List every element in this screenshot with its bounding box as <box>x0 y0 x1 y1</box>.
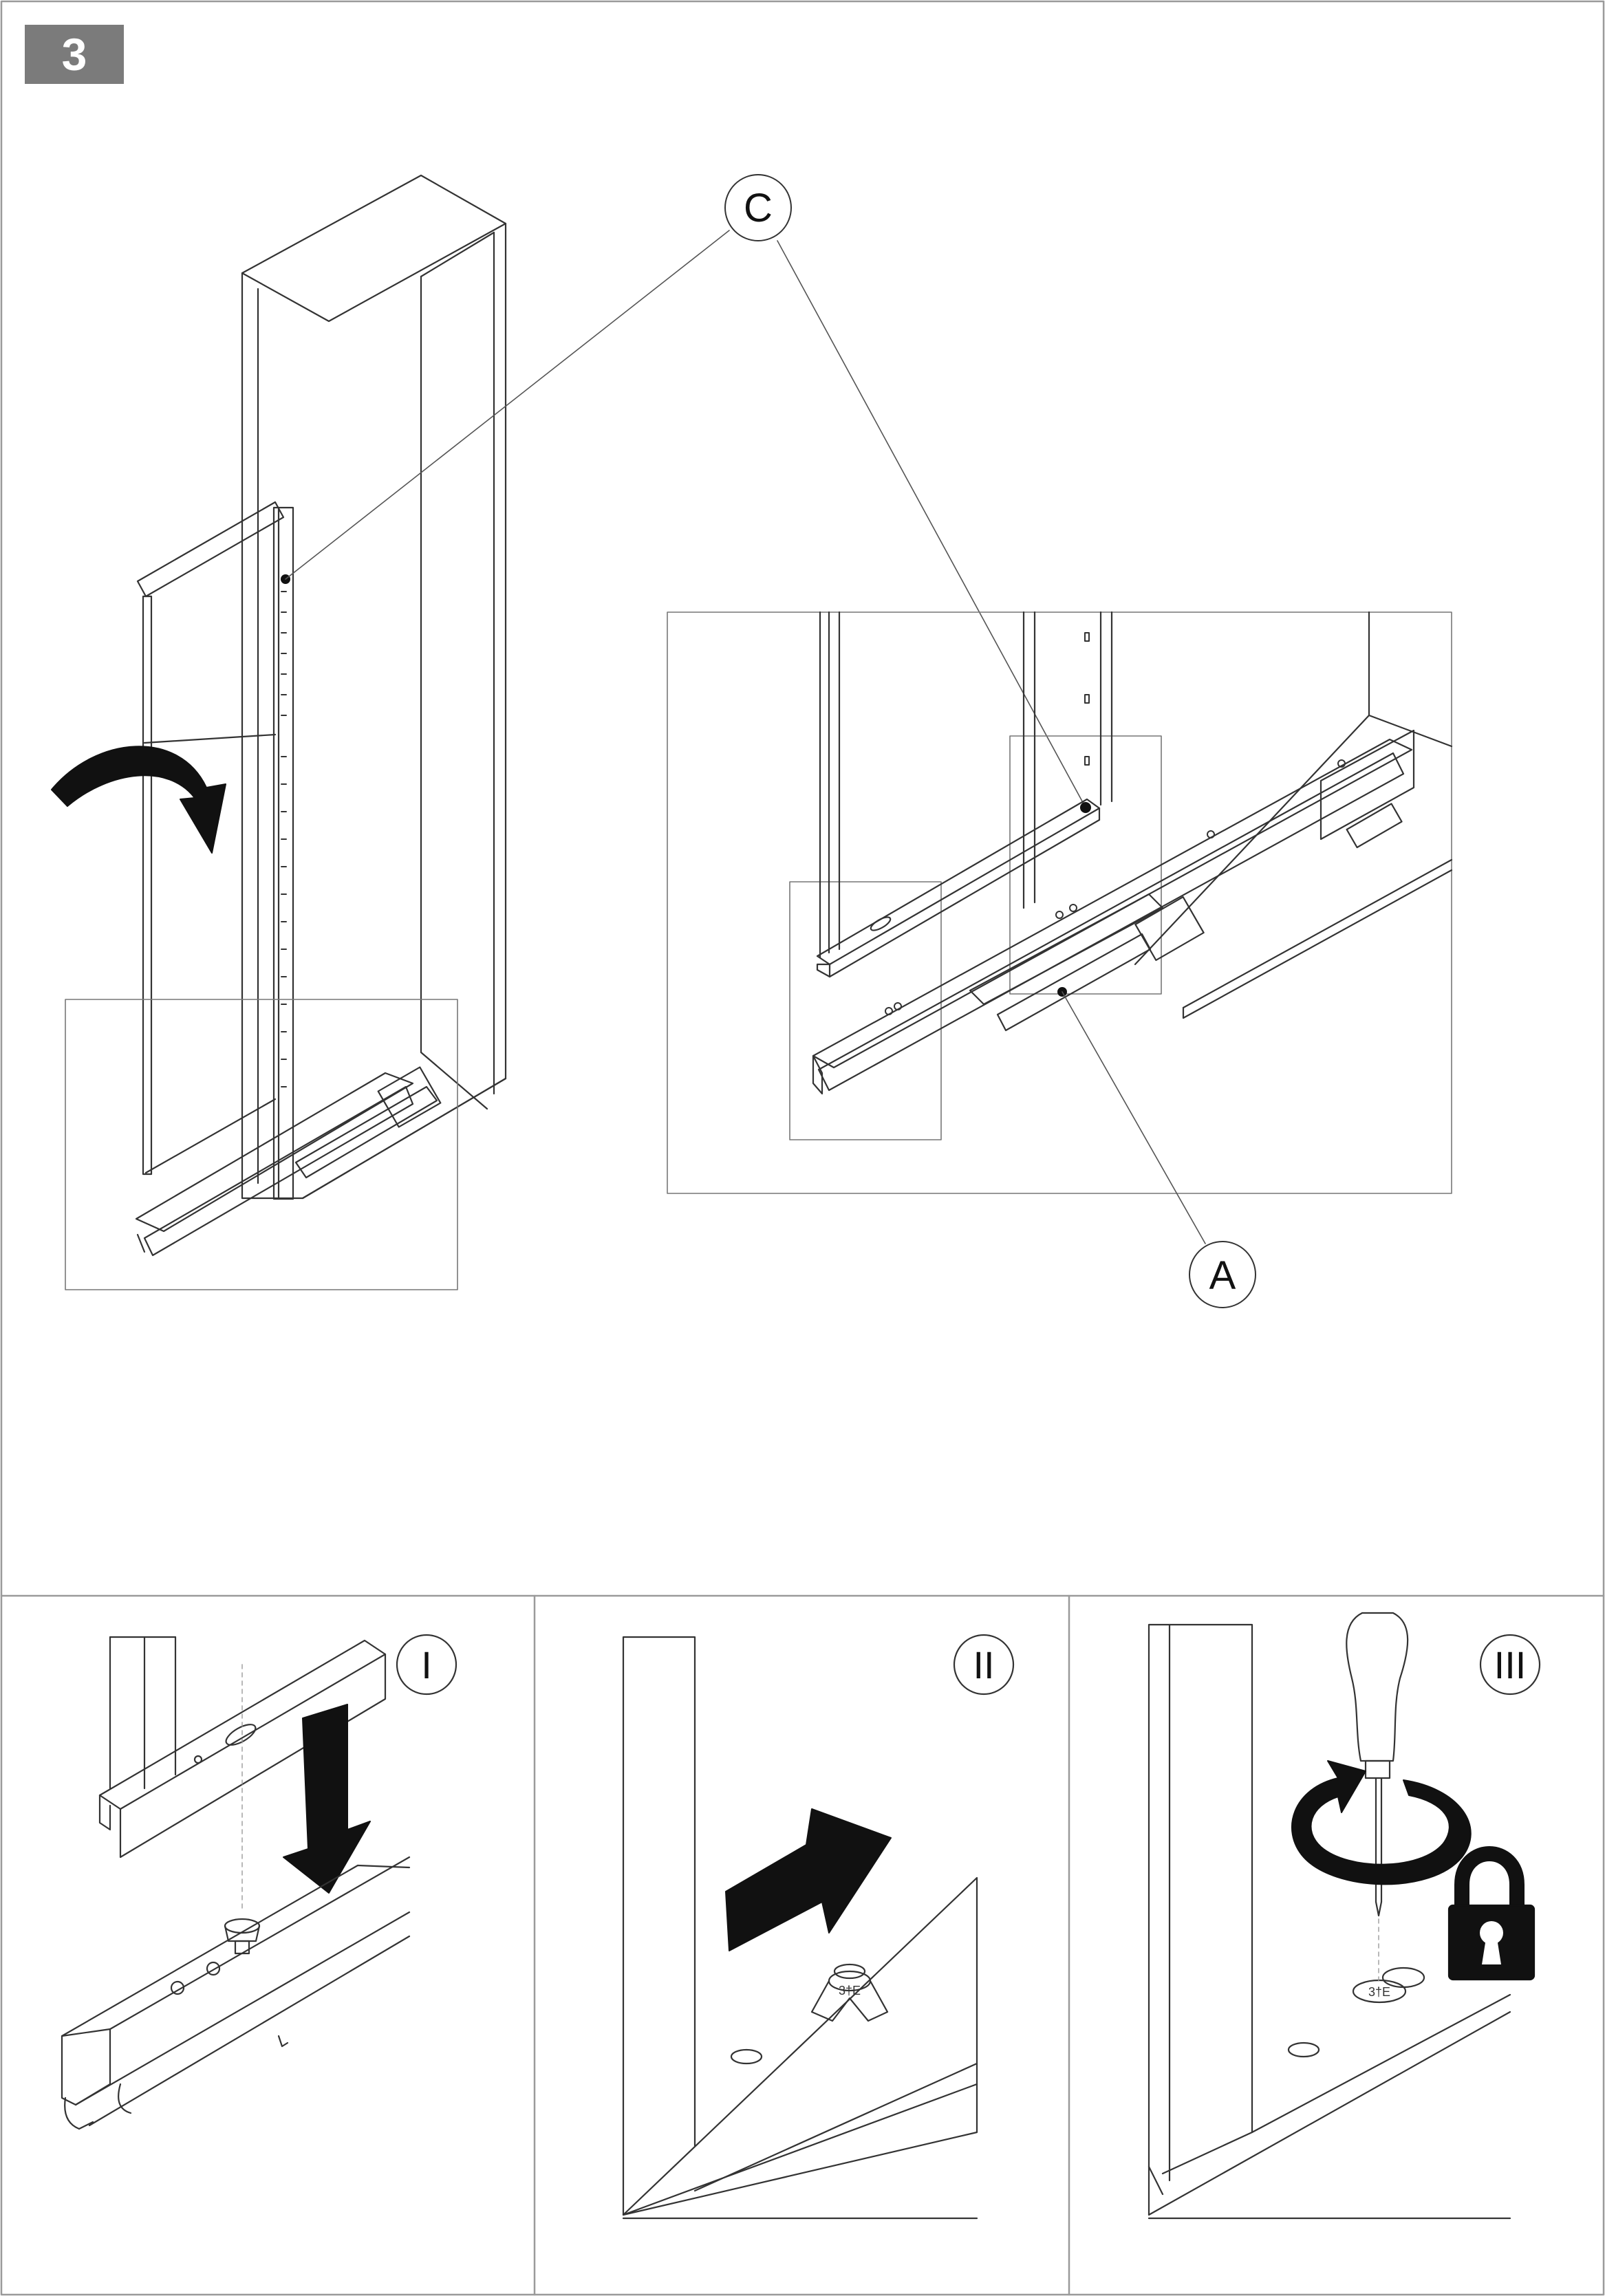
pull-out-frame <box>136 501 294 1200</box>
callout-c: C <box>285 174 1086 808</box>
step-number: 3 <box>61 29 87 80</box>
panel-iii: III 3†E <box>1148 1612 1541 2220</box>
tall-cabinet <box>241 174 507 1200</box>
cam-lock-top-mark: 3†E <box>1368 1985 1390 1999</box>
callout-a-label: A <box>1209 1253 1236 1298</box>
cam-lock-fitting: 3†E <box>810 1963 889 2022</box>
padlock-icon <box>1447 1846 1536 1981</box>
detail-marker-dot-c <box>1080 802 1091 813</box>
callout-c-label: C <box>744 186 773 230</box>
panel-ii-label: II <box>973 1643 994 1687</box>
frame-holes <box>281 591 287 1087</box>
cam-lock-top: 3†E <box>1352 1967 1425 2004</box>
callout-a: A <box>1062 991 1256 1308</box>
down-arrow-icon <box>283 1704 371 1894</box>
cam-lock-mark: 3†E <box>839 1984 861 1997</box>
overview-detail-box <box>65 999 458 1290</box>
rotate-arrow-icon <box>51 746 226 854</box>
detail-view <box>667 611 1453 1194</box>
circular-turn-arrow-icon <box>1291 1760 1472 1885</box>
panel-i-label: I <box>421 1643 432 1687</box>
panel-ii: II 3†E <box>622 1634 1015 2220</box>
panel-i: I <box>61 1634 457 2130</box>
detail-frame <box>667 611 1452 1194</box>
panel-iii-label: III <box>1494 1643 1527 1687</box>
right-arrow-icon <box>725 1808 892 1951</box>
overview-rail-assembly <box>135 1066 442 1257</box>
detail-holes <box>1084 632 1090 766</box>
step-number-badge: 3 <box>25 25 124 84</box>
detail-inset-left <box>789 881 942 1140</box>
flat-head-screw <box>224 1918 261 1955</box>
